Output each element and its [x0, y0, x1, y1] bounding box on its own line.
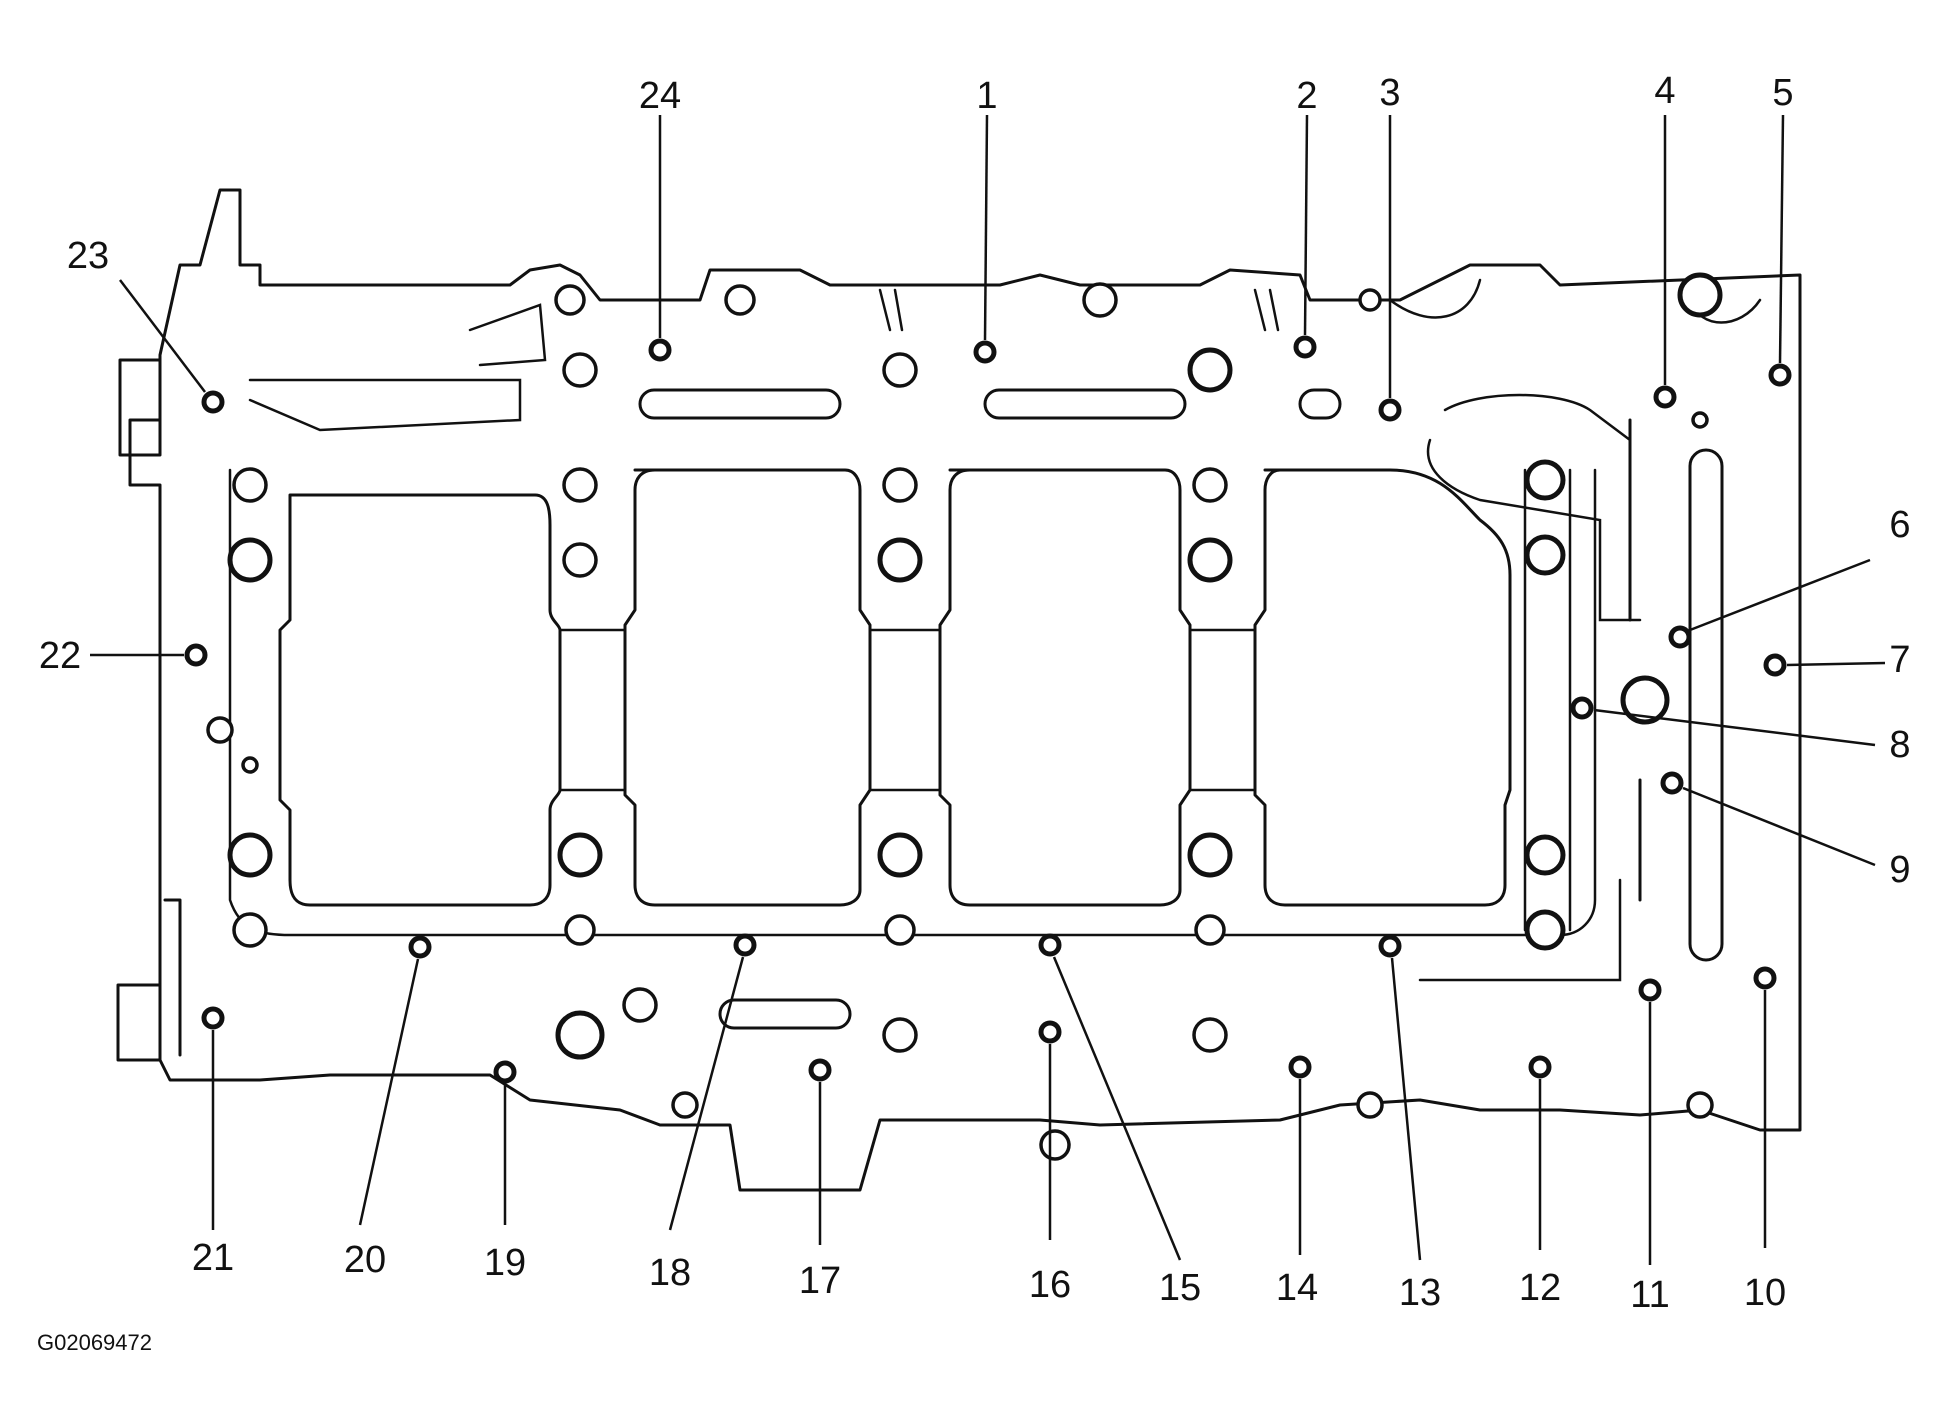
block-outline	[116, 188, 1802, 1192]
callout-14: 14	[1276, 1267, 1318, 1309]
callout-4: 4	[1654, 70, 1675, 112]
callout-15: 15	[1159, 1267, 1201, 1309]
callout-16: 16	[1029, 1264, 1071, 1306]
callout-6: 6	[1889, 504, 1910, 546]
callout-3: 3	[1379, 72, 1400, 114]
leader-lines	[90, 114, 1886, 1265]
callout-24: 24	[639, 75, 681, 117]
callout-12: 12	[1519, 1267, 1561, 1309]
callout-11: 11	[1630, 1274, 1669, 1316]
callout-10: 10	[1744, 1272, 1786, 1314]
callout-13: 13	[1399, 1272, 1441, 1314]
bore-holes	[206, 272, 1723, 1161]
figure-code: G02069472	[37, 1330, 152, 1355]
callout-21: 21	[192, 1237, 234, 1279]
callout-1: 1	[976, 75, 997, 117]
callout-22: 22	[39, 635, 81, 677]
callout-2: 2	[1296, 75, 1317, 117]
callout-9: 9	[1889, 849, 1910, 891]
cylinder-bores	[278, 388, 1724, 1030]
callout-19: 19	[484, 1242, 526, 1284]
callout-labels: 1 2 3 4 5 6 7 8 9 10 11 12 13 14 15 16 1…	[39, 70, 1911, 1316]
callout-7: 7	[1889, 639, 1910, 681]
callout-5: 5	[1772, 72, 1793, 114]
callout-20: 20	[344, 1239, 386, 1281]
callout-23: 23	[67, 235, 109, 277]
callout-8: 8	[1889, 724, 1910, 766]
callout-18: 18	[649, 1252, 691, 1294]
bolt-positions	[184, 335, 1792, 1084]
callout-17: 17	[799, 1260, 841, 1302]
